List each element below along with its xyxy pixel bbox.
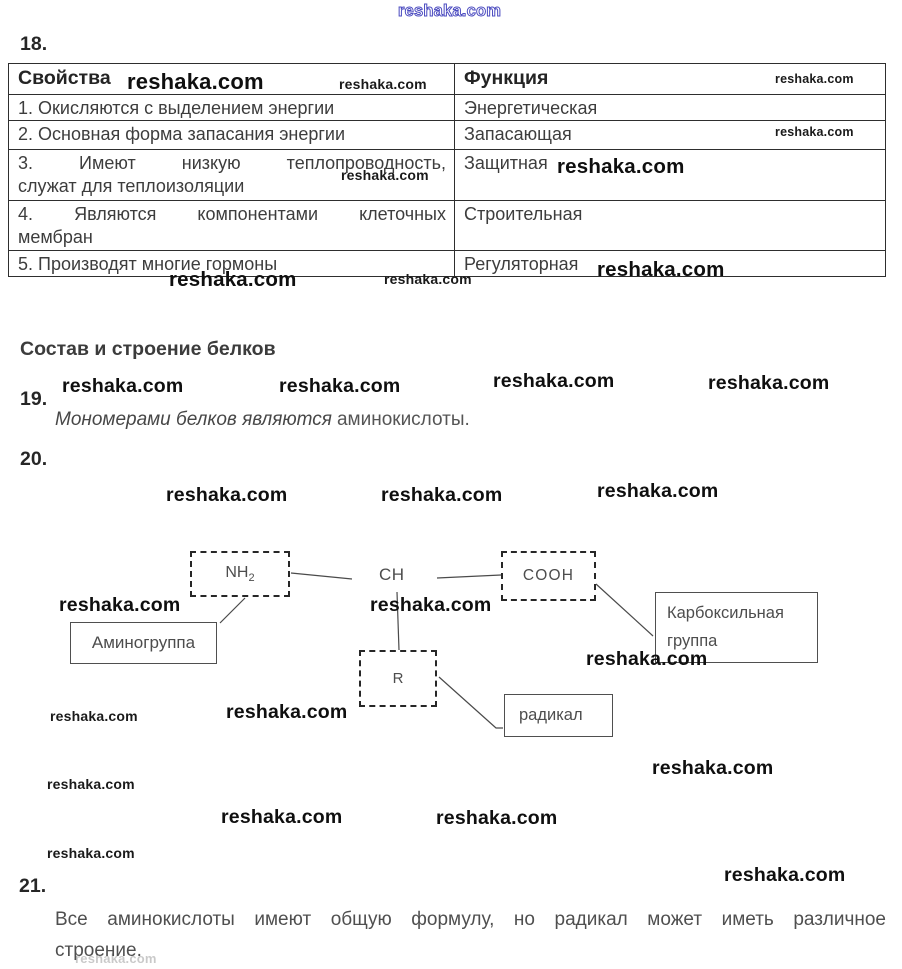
watermark: reshaka.com [127, 69, 264, 94]
watermark: reshaka.com [221, 806, 343, 828]
nh2-main: NH [225, 563, 249, 581]
table-header-function: Функция [454, 63, 886, 95]
carboxyl-group-label: Карбоксильная группа [667, 604, 784, 650]
item-20-number: 20. [20, 448, 48, 470]
function-cell: Строительная [454, 200, 886, 251]
watermark: reshaka.com [708, 372, 830, 394]
r-box: R [359, 650, 437, 707]
item-19-text-italic: Мономерами белков являются [55, 409, 332, 430]
watermark: reshaka.com [169, 268, 297, 291]
item-21-number: 21. [19, 875, 47, 897]
properties-functions-table: Свойства Функция 1. Окисляются с выделен… [8, 63, 886, 277]
property-cell: 4. Являются компонентами клеточных мембр… [8, 200, 455, 251]
watermark: reshaka.com [597, 480, 719, 502]
property-line: 2. Основная форма запасания энергии [18, 124, 346, 144]
watermark: reshaka.com [341, 167, 429, 183]
function-cell: Защитная [454, 149, 886, 201]
cooh-box: COOH [501, 551, 596, 601]
r-label: R [392, 670, 404, 687]
property-line: 5. Производят многие гормоны [18, 254, 278, 274]
table-header-row: Свойства Функция [8, 63, 886, 95]
watermark: reshaka.com [279, 375, 401, 397]
table-row: 3. Имеют низкую теплопроводность, служат… [8, 149, 886, 201]
property-cell: 2. Основная форма запасания энергии [8, 120, 455, 150]
watermark: reshaka.com [652, 757, 774, 779]
item-21-line-2: строение. [55, 940, 142, 961]
radical-box: радикал [504, 694, 613, 737]
item-19-number: 19. [20, 388, 48, 410]
amino-group-label: Аминогруппа [91, 633, 196, 652]
cooh-label: COOH [522, 567, 575, 584]
watermark: reshaka.com [775, 72, 854, 86]
watermark: reshaka.com [370, 594, 492, 616]
property-line: 4. Являются компонентами клеточных [18, 204, 446, 224]
watermark: reshaka.com [75, 951, 157, 966]
watermark: reshaka.com [50, 708, 138, 724]
watermark: reshaka.com [384, 271, 472, 287]
property-line: 1. Окисляются с выделением энергии [18, 98, 335, 118]
watermark: reshaka.com [62, 375, 184, 397]
watermark: reshaka.com [166, 484, 288, 506]
table-row: 1. Окисляются с выделением энергии Энерг… [8, 94, 886, 121]
item-18-number: 18. [20, 33, 48, 55]
watermark: reshaka.com [397, 2, 502, 21]
section-heading: Состав и строение белков [20, 338, 276, 360]
watermark: reshaka.com [59, 594, 181, 616]
watermark: reshaka.com [597, 258, 725, 281]
watermark: reshaka.com [586, 648, 708, 670]
property-line: мембран [18, 227, 93, 247]
watermark: reshaka.com [724, 864, 846, 886]
property-line: служат для теплоизоляции [18, 176, 245, 196]
function-cell: Энергетическая [454, 94, 886, 121]
item-19-text-regular: аминокислоты. [336, 409, 470, 430]
item-21-text: Все аминокислоты имеют общую формулу, но… [55, 904, 886, 966]
nh2-label: NH2 [225, 564, 254, 584]
nh2-subscript: 2 [248, 572, 255, 585]
ch-label: CH [379, 565, 405, 584]
watermark: reshaka.com [493, 370, 615, 392]
property-line: 3. Имеют низкую теплопроводность, [18, 153, 446, 173]
watermark: reshaka.com [339, 76, 427, 92]
property-cell: 1. Окисляются с выделением энергии [8, 94, 455, 121]
property-cell: 3. Имеют низкую теплопроводность, служат… [8, 149, 455, 201]
function-cell: Регуляторная [454, 250, 886, 277]
radical-label: радикал [519, 706, 583, 724]
table-header-property: Свойства [8, 63, 455, 95]
table-row: 2. Основная форма запасания энергии Запа… [8, 120, 886, 150]
amino-group-box: Аминогруппа [70, 622, 217, 664]
nh2-box: NH2 [190, 551, 290, 597]
table-row: 4. Являются компонентами клеточных мембр… [8, 200, 886, 251]
watermark: reshaka.com [226, 701, 348, 723]
property-cell: 5. Производят многие гормоны [8, 250, 455, 277]
watermark: reshaka.com [47, 776, 135, 792]
watermark: reshaka.com [557, 155, 685, 178]
watermark: reshaka.com [775, 125, 854, 139]
table-row: 5. Производят многие гормоны Регуляторна… [8, 250, 886, 277]
item-21-line-1: Все аминокислоты имеют общую формулу, но… [55, 909, 886, 930]
watermark: reshaka.com [436, 807, 558, 829]
watermark: reshaka.com [47, 845, 135, 861]
carboxyl-group-box: Карбоксильная группа [655, 592, 818, 663]
watermark: reshaka.com [381, 484, 503, 506]
